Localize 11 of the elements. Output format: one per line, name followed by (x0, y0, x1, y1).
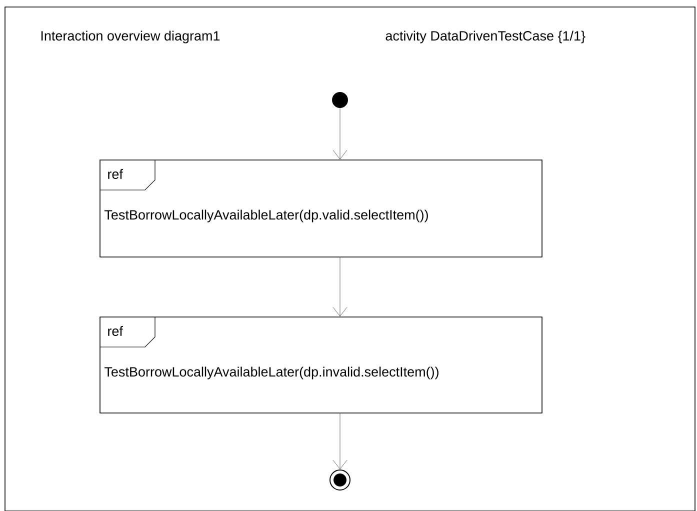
ref-label: ref (108, 169, 123, 179)
arrow (332, 257, 348, 316)
ref-label: ref (108, 326, 123, 336)
reference-text: TestBorrowLocallyAvailableLater(dp.invalid.selectItem()) (104, 366, 438, 380)
reference-text: TestBorrowLocallyAvailableLater(dp.valid.selectItem()) (104, 210, 428, 222)
frame-title: Interaction overview diagram1 (41, 30, 220, 44)
arrow (332, 108, 348, 160)
final-node (330, 470, 350, 490)
initial-node (332, 92, 348, 108)
frame-title: activity DataDrivenTestCase {1/1} (386, 30, 586, 44)
arrow (332, 413, 348, 470)
